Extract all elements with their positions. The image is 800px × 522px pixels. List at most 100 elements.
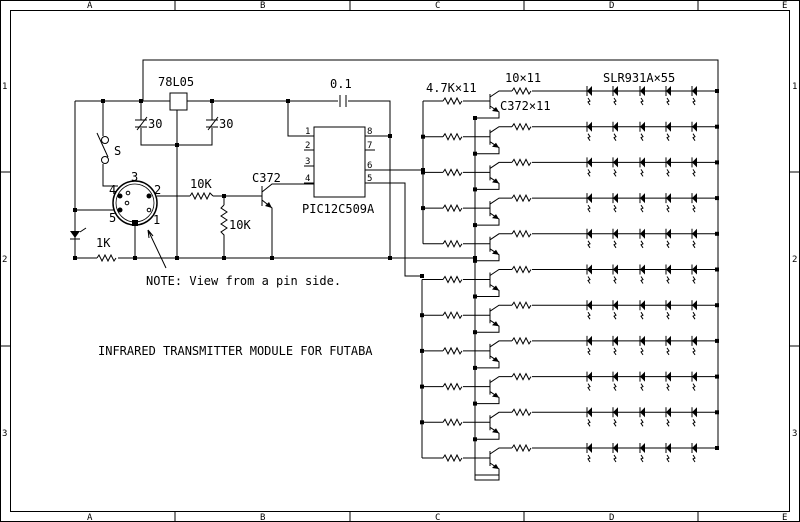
- junction-dot: [715, 160, 719, 165]
- ir-led-emission: [639, 228, 644, 249]
- ir-led-emission: [639, 121, 644, 141]
- junction-dot: [270, 256, 274, 260]
- connector-pin-3: 3: [131, 170, 138, 184]
- frame-col-b-top: B: [260, 1, 265, 11]
- junction-dot: [473, 116, 477, 120]
- ir-led-emission: [612, 335, 617, 356]
- ir-led-emission: [586, 443, 591, 463]
- array-transistor: [475, 304, 512, 333]
- ir-led: [587, 121, 592, 132]
- mcu-pic12c509a: 1 2 3 4 8 7 6 5 PIC12C509A: [302, 126, 375, 216]
- array-transistor-arrow: [492, 428, 499, 434]
- ir-led: [613, 264, 618, 275]
- array-transistor: [475, 340, 512, 369]
- ir-led: [640, 407, 645, 418]
- array-transistor: [475, 161, 512, 190]
- resistor-10k-base-label: 10K: [190, 177, 212, 191]
- resistor-10k-base: [189, 191, 214, 201]
- indicator-led: [70, 227, 87, 240]
- mcu-label: PIC12C509A: [302, 202, 375, 216]
- base-resistor: [422, 346, 490, 356]
- mcu-pin-8: 8: [367, 127, 372, 137]
- ir-led-emission: [691, 121, 696, 141]
- array-transistor-arrow: [492, 142, 499, 148]
- connector-pin-4: 4: [109, 183, 116, 197]
- collector-resistor: [511, 122, 718, 131]
- array-row: [423, 86, 718, 119]
- junction-dot: [421, 134, 425, 139]
- ir-led-emission: [586, 121, 591, 141]
- ir-led-emission: [665, 371, 670, 391]
- regulator-78l05: [169, 92, 188, 111]
- ir-led: [587, 335, 592, 346]
- ir-led-emission: [612, 300, 617, 320]
- junction-dot: [420, 348, 424, 353]
- ir-led: [666, 193, 671, 204]
- array-transistor: [475, 197, 512, 226]
- ir-led: [692, 228, 697, 239]
- base-resistors-label: 4.7K×11: [426, 81, 477, 95]
- junction-dot: [420, 420, 424, 425]
- junction-dot: [139, 99, 143, 103]
- ir-led-emission: [691, 300, 696, 320]
- frame-col-d-bottom: D: [609, 513, 614, 522]
- ir-led: [587, 443, 592, 453]
- collector-resistor: [511, 229, 718, 238]
- ir-led: [613, 193, 618, 204]
- junction-dot: [73, 208, 77, 212]
- ir-led-emission: [586, 157, 591, 177]
- ir-led-emission: [691, 86, 696, 106]
- array-transistor-arrow: [492, 356, 499, 362]
- array-transistor-arrow: [492, 321, 499, 327]
- junction-dot: [175, 143, 179, 147]
- junction-dot: [473, 151, 477, 156]
- ir-leds-label: SLR931A×55: [603, 71, 675, 85]
- capacitor-in-label: 30: [148, 117, 162, 131]
- ir-led: [587, 193, 592, 204]
- ir-led: [640, 300, 645, 311]
- ir-led: [692, 371, 697, 382]
- ir-led: [640, 86, 645, 96]
- ir-led: [613, 407, 618, 418]
- array-transistor-arrow: [492, 464, 499, 469]
- ir-led-emission: [639, 443, 644, 463]
- ir-led: [692, 300, 697, 311]
- junction-dot: [286, 99, 290, 103]
- junction-dot: [473, 223, 477, 228]
- array-row: [423, 228, 718, 262]
- ir-led-emission: [665, 264, 670, 284]
- junction-dot: [715, 89, 719, 93]
- ir-led-emission: [691, 228, 696, 249]
- ir-led-emission: [586, 407, 591, 427]
- mcu-pin-6: 6: [367, 161, 372, 171]
- ir-led: [613, 121, 618, 132]
- ir-led-emission: [665, 193, 670, 213]
- frame-col-c-bottom: C: [435, 513, 440, 522]
- array-transistor: [475, 233, 512, 262]
- ir-led-emission: [586, 300, 591, 320]
- ir-led: [613, 300, 618, 311]
- array-transistor: [475, 447, 512, 476]
- ir-led: [613, 371, 618, 382]
- base-resistor: [423, 168, 490, 177]
- ir-led: [640, 264, 645, 275]
- collector-resistor: [511, 336, 718, 346]
- frame-row-1-left: 1: [2, 82, 7, 92]
- array-transistor: [475, 126, 512, 155]
- capacitor-in: 30: [135, 116, 162, 131]
- ir-led: [640, 157, 645, 168]
- mcu-pin-2: 2: [305, 141, 310, 151]
- ir-led: [640, 443, 645, 453]
- ir-led-emission: [612, 407, 617, 427]
- frame-col-a-bottom: A: [87, 513, 93, 522]
- junction-dot: [420, 274, 424, 278]
- junction-dot: [715, 267, 719, 272]
- ir-led: [613, 228, 618, 239]
- junction-dot: [715, 374, 719, 379]
- ir-led-array: [421, 86, 718, 481]
- base-resistor: [422, 453, 490, 463]
- ir-led: [692, 407, 697, 418]
- base-resistor: [423, 132, 490, 141]
- ir-led: [692, 86, 697, 96]
